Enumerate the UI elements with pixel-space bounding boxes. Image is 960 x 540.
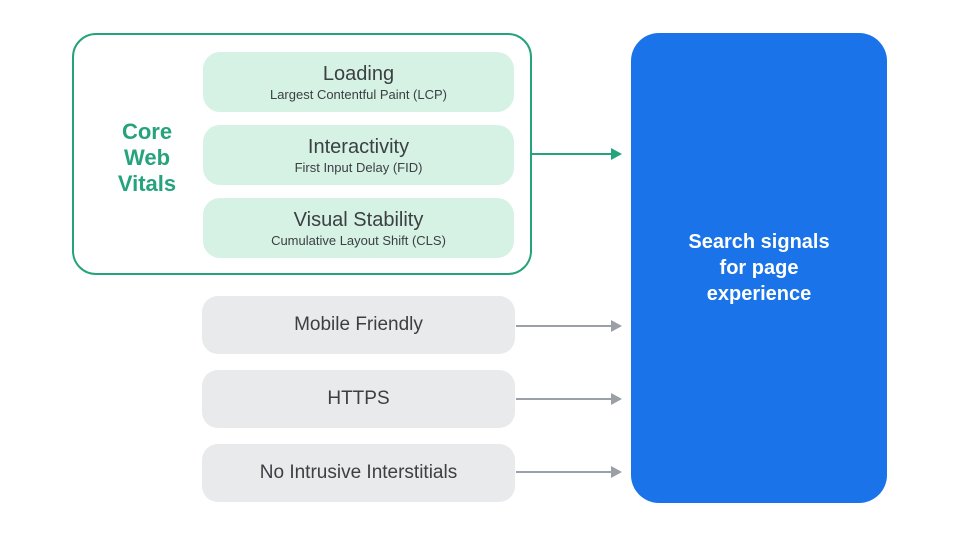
search-signals-box: Search signals for page experience [631, 33, 887, 503]
vital-title: Visual Stability [293, 208, 424, 231]
vital-pill-interactivity: Interactivity First Input Delay (FID) [203, 125, 514, 185]
arrow-line [516, 398, 611, 400]
signal-pill-https: HTTPS [202, 370, 515, 428]
vital-title: Interactivity [307, 135, 410, 158]
vital-subtitle: Largest Contentful Paint (LCP) [269, 86, 448, 102]
signal-label: Mobile Friendly [294, 314, 423, 335]
arrow-line [532, 153, 611, 155]
signal-label: No Intrusive Interstitials [259, 462, 458, 483]
arrow-line [516, 471, 611, 473]
signal-pill-mobile-friendly: Mobile Friendly [202, 296, 515, 354]
signal-label: HTTPS [327, 388, 390, 409]
vital-pill-visual-stability: Visual Stability Cumulative Layout Shift… [203, 198, 514, 258]
search-signals-line: experience [706, 283, 812, 305]
search-signals-line: Search signals [688, 231, 830, 253]
search-signals-label: Search signals for page experience [688, 229, 829, 307]
core-web-vitals-group: Core Web Vitals Loading Largest Contentf… [72, 33, 532, 275]
arrow-head-icon [611, 148, 622, 160]
arrow-head-icon [611, 393, 622, 405]
vital-subtitle: First Input Delay (FID) [294, 159, 423, 175]
search-signals-line: for page [719, 257, 799, 279]
vital-pill-loading: Loading Largest Contentful Paint (LCP) [203, 52, 514, 112]
core-web-vitals-label: Core Web Vitals [117, 119, 177, 196]
arrow-head-icon [611, 466, 622, 478]
vital-title: Loading [322, 62, 395, 85]
arrow-line [516, 325, 611, 327]
vital-subtitle: Cumulative Layout Shift (CLS) [271, 232, 446, 248]
signal-pill-no-intrusive-interstitials: No Intrusive Interstitials [202, 444, 515, 502]
arrow-head-icon [611, 320, 622, 332]
